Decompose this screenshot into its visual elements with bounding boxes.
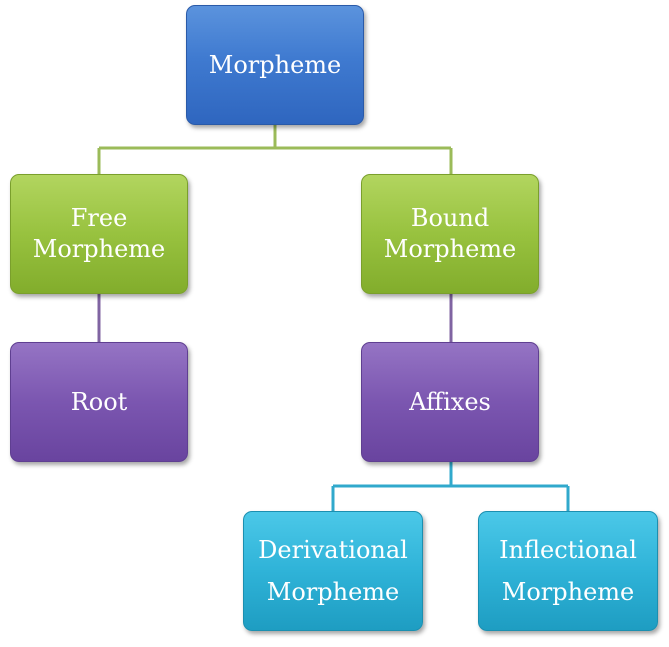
inflectional-label-line2: Morpheme (501, 578, 635, 606)
bound-morpheme-label-line1: Bound (410, 204, 490, 232)
affixes-node-label: Affixes (409, 387, 491, 416)
derivational-morpheme-node: Derivational Morpheme (243, 511, 423, 631)
level3-connectors (97, 294, 453, 342)
root-node: Root (10, 342, 188, 462)
free-morpheme-label-line1: Free (70, 204, 128, 232)
inflectional-label-line1: Inflectional (499, 536, 637, 564)
free-morpheme-node: Free Morpheme (10, 174, 188, 294)
bound-morpheme-node: Bound Morpheme (361, 174, 539, 294)
morpheme-node: Morpheme (186, 5, 364, 125)
root-node-label: Root (70, 387, 128, 416)
free-morpheme-label-line2: Morpheme (32, 235, 166, 263)
affix-connectors (331, 462, 570, 511)
morpheme-connectors (97, 125, 453, 174)
derivational-label-line1: Derivational (258, 536, 408, 564)
bound-morpheme-label-line2: Morpheme (383, 235, 517, 263)
derivational-label-line2: Morpheme (266, 578, 400, 606)
morpheme-node-label: Morpheme (208, 50, 342, 79)
inflectional-morpheme-node: Inflectional Morpheme (478, 511, 658, 631)
affixes-node: Affixes (361, 342, 539, 462)
